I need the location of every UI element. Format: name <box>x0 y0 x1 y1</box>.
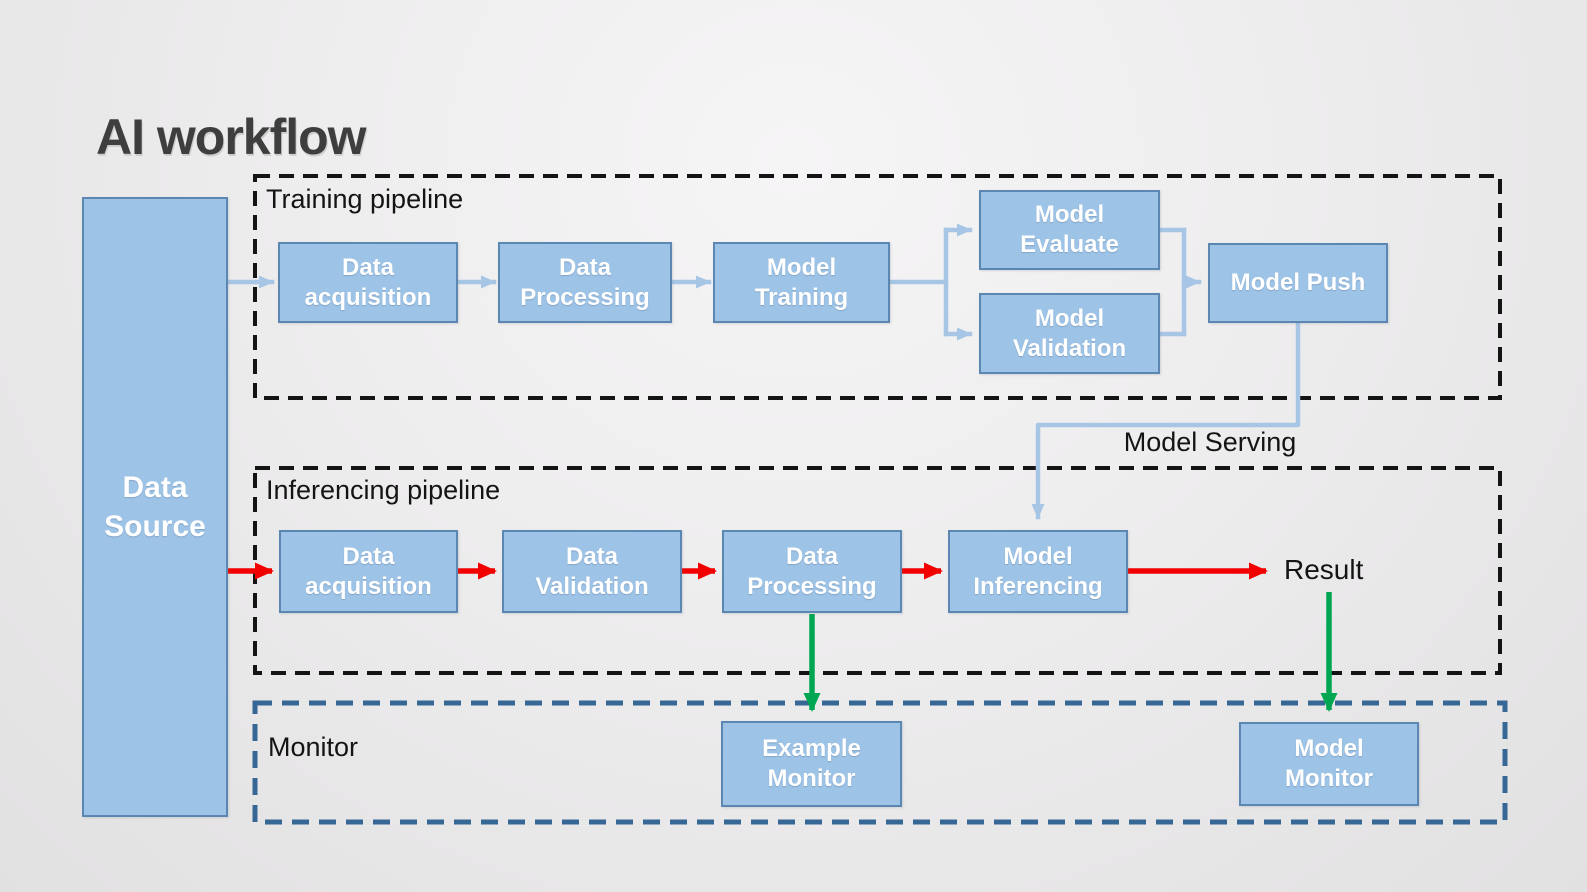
node-training-data-processing: Data Processing <box>498 242 672 323</box>
inferencing-pipeline-label: Inferencing pipeline <box>266 475 501 505</box>
node-example-monitor: Example Monitor <box>721 721 902 807</box>
node-data-validation: Data Validation <box>502 530 682 613</box>
node-model-push: Model Push <box>1208 243 1388 323</box>
monitor-label: Monitor <box>268 732 359 762</box>
training-pipeline-frame <box>253 174 1502 400</box>
node-training-data-acquisition: Data acquisition <box>278 242 458 323</box>
node-data-source: Data Source <box>82 197 228 817</box>
training-pipeline-label: Training pipeline <box>266 184 464 214</box>
node-inferencing-data-acquisition: Data acquisition <box>279 530 458 613</box>
arrow-model-push-to-inferencing <box>1031 320 1301 520</box>
node-model-training: Model Training <box>713 242 890 323</box>
node-model-monitor: Model Monitor <box>1239 722 1419 806</box>
monitor-frame <box>252 700 1508 825</box>
model-serving-label: Model Serving <box>1123 427 1297 457</box>
node-model-inferencing: Model Inferencing <box>948 530 1128 613</box>
node-inferencing-data-processing: Data Processing <box>722 530 902 613</box>
page-title: AI workflow <box>96 109 367 165</box>
node-model-validation: Model Validation <box>979 293 1160 374</box>
node-model-evaluate: Model Evaluate <box>979 190 1160 270</box>
result-label: Result <box>1284 554 1364 585</box>
